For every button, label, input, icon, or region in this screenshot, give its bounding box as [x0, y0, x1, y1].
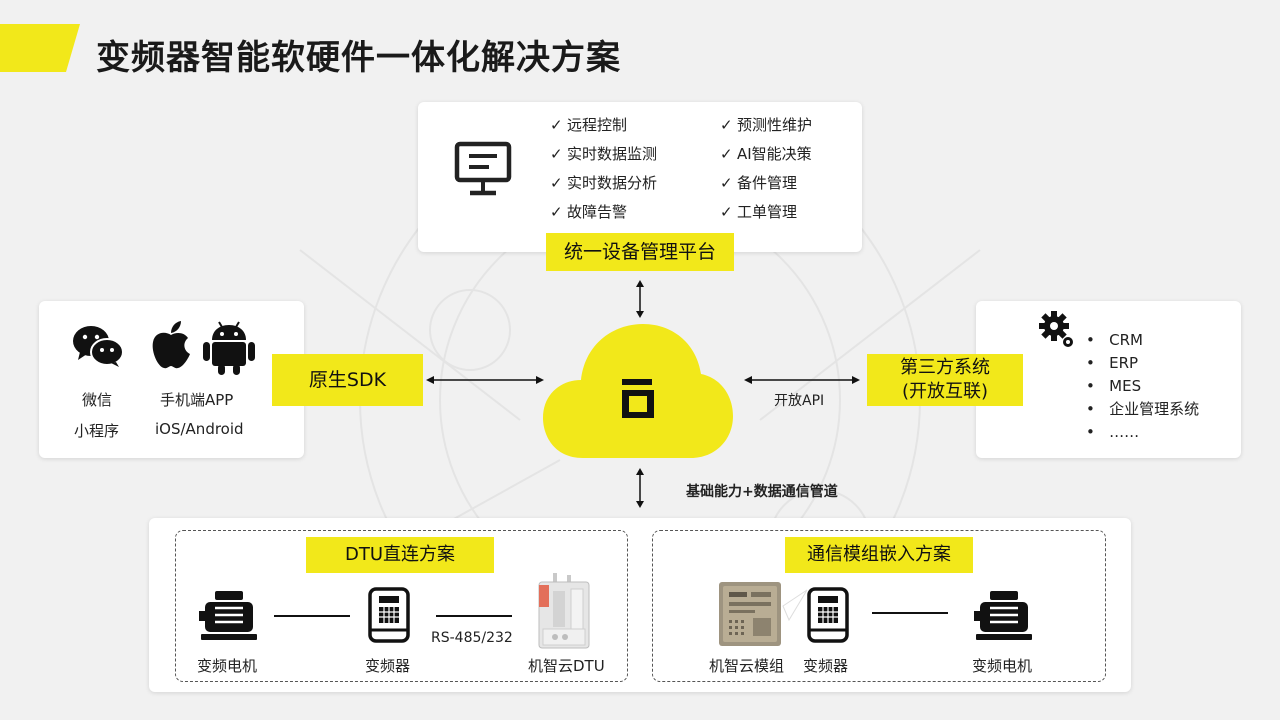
motor-icon: [199, 591, 257, 640]
list-item: • ……: [1086, 423, 1140, 441]
wechat-icon: [73, 326, 124, 367]
list-item: • MES: [1086, 377, 1142, 395]
feature-item: ✓AI智能决策: [720, 140, 812, 169]
page-title: 变频器智能软硬件一体化解决方案: [96, 38, 621, 78]
feature-item: ✓备件管理: [720, 169, 812, 198]
protocol-label: RS-485/232: [431, 630, 513, 646]
monitor-icon: [454, 141, 512, 196]
module-motor-label: 变频电机: [972, 657, 1033, 675]
feature-item: ✓故障告警: [550, 198, 657, 227]
arrow-cloud-thirdparty: [744, 376, 860, 384]
cloud-icon: [543, 324, 733, 458]
apple-icon: [152, 321, 190, 369]
list-item: • 企业管理系统: [1086, 400, 1200, 418]
check-icon: ✓: [550, 116, 563, 134]
dtu-device-label: 机智云DTU: [528, 657, 605, 675]
check-icon: ✓: [720, 145, 733, 163]
arrow-cloud-devices: [636, 468, 644, 508]
pipe-label: 基础能力+数据通信管道: [686, 484, 838, 500]
android-icon: [203, 321, 255, 375]
module-label: 机智云模组: [709, 657, 785, 675]
dtu-scheme-tag: DTU直连方案: [306, 537, 494, 573]
title-accent-shape: [0, 24, 80, 72]
feature-item: ✓工单管理: [720, 198, 812, 227]
motor-icon: [974, 591, 1032, 640]
platform-tag: 统一设备管理平台: [546, 233, 734, 271]
comm-module-icon: [719, 582, 808, 646]
mobile-card: [39, 301, 304, 458]
gear-icon: [1039, 311, 1073, 347]
list-item: • CRM: [1086, 331, 1143, 349]
api-label: 开放API: [774, 393, 825, 409]
check-icon: ✓: [550, 145, 563, 163]
module-inverter-label: 变频器: [803, 657, 849, 675]
check-icon: ✓: [550, 174, 563, 192]
connection-line: [872, 612, 948, 614]
platform-features-left: ✓远程控制 ✓实时数据监测 ✓实时数据分析 ✓故障告警: [550, 111, 657, 227]
check-icon: ✓: [720, 116, 733, 134]
check-icon: ✓: [550, 203, 563, 221]
connection-line: [274, 615, 350, 617]
dtu-motor-label: 变频电机: [197, 657, 258, 675]
connection-line: [436, 615, 512, 617]
check-icon: ✓: [720, 174, 733, 192]
list-item: • ERP: [1086, 354, 1139, 372]
dtu-device-icon: [538, 573, 590, 649]
module-scheme-box: [652, 530, 1106, 682]
inverter-icon: [368, 587, 410, 643]
dtu-inverter-label: 变频器: [365, 657, 411, 675]
dtu-scheme-box: [175, 530, 628, 682]
wechat-sub-label: 小程序: [74, 422, 120, 440]
feature-item: ✓实时数据监测: [550, 140, 657, 169]
check-icon: ✓: [720, 203, 733, 221]
feature-item: ✓远程控制: [550, 111, 657, 140]
third-party-tag: 第三方系统 (开放互联): [867, 354, 1023, 406]
arrow-sdk-cloud: [426, 376, 544, 384]
third-party-tag-line2: (开放互联): [901, 381, 989, 402]
third-party-list: • CRM • ERP • MES • 企业管理系统 • ……: [1086, 329, 1199, 444]
sdk-tag: 原生SDK: [272, 354, 423, 406]
wechat-label: 微信: [82, 391, 113, 409]
module-scheme-tag: 通信模组嵌入方案: [785, 537, 973, 573]
app-sub-label: iOS/Android: [155, 420, 244, 438]
inverter-icon: [807, 587, 849, 643]
arrow-platform-cloud: [636, 280, 644, 318]
feature-item: ✓预测性维护: [720, 111, 812, 140]
platform-features-right: ✓预测性维护 ✓AI智能决策 ✓备件管理 ✓工单管理: [720, 111, 812, 227]
feature-item: ✓实时数据分析: [550, 169, 657, 198]
app-label: 手机端APP: [160, 391, 234, 409]
platform-card: [418, 102, 862, 252]
third-party-tag-line1: 第三方系统: [900, 357, 990, 378]
